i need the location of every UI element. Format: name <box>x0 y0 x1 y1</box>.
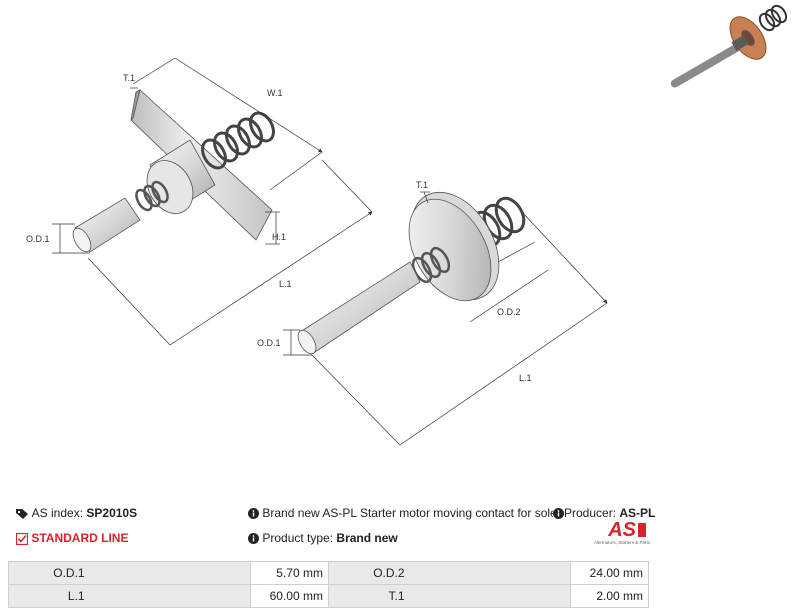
producer-value: AS-PL <box>619 506 656 520</box>
checkbox-checked-icon <box>16 532 28 545</box>
as-index-label: AS index: <box>31 506 84 520</box>
left-t1-label: T.1 <box>123 73 135 83</box>
description-text: Brand new AS-PL Starter motor moving con… <box>262 506 570 520</box>
info-icon <box>248 508 259 520</box>
info-icon <box>248 533 259 545</box>
product-type-row: Product type: Brand new <box>248 531 398 546</box>
spec-value: 24.00 mm <box>569 561 650 585</box>
spec-label: L.1 <box>8 584 251 608</box>
left-w1-label: W.1 <box>267 88 283 98</box>
as-index-value: SP2010S <box>86 506 138 520</box>
spec-value: 2.00 mm <box>569 584 650 608</box>
product-type-label: Product type: <box>262 531 334 545</box>
spec-label: O.D.1 <box>8 561 251 585</box>
left-moving-contact <box>72 89 275 253</box>
as-index-row: AS index: SP2010S <box>16 506 137 521</box>
product-photo <box>670 4 788 88</box>
technical-drawing: T.1 W.1 O.D.1 H.1 L.1 <box>26 4 788 446</box>
standard-line-label: STANDARD LINE <box>31 531 129 545</box>
left-od1-label: O.D.1 <box>26 234 50 244</box>
product-type-value: Brand new <box>336 531 398 545</box>
spec-value: 5.70 mm <box>249 561 329 585</box>
producer-row: Producer: AS-PL <box>553 506 656 521</box>
right-l1-label: L.1 <box>519 373 532 383</box>
right-od1-label: O.D.1 <box>257 338 281 348</box>
specs-table: O.D.1 5.70 mm O.D.2 24.00 mm L.1 60.00 m… <box>8 561 650 608</box>
spec-label: O.D.2 <box>327 561 571 585</box>
logo-mark: AS <box>585 520 650 540</box>
spec-value: 60.00 mm <box>249 584 329 608</box>
table-row: O.D.1 5.70 mm O.D.2 24.00 mm <box>8 561 650 585</box>
description-row: Brand new AS-PL Starter motor moving con… <box>248 506 570 521</box>
tag-icon <box>16 509 28 520</box>
left-l1-label: L.1 <box>279 279 292 289</box>
right-moving-contact <box>297 191 526 355</box>
producer-label: Producer: <box>564 506 617 520</box>
standard-line-row: STANDARD LINE <box>16 531 128 546</box>
right-t1-label: T.1 <box>416 180 428 190</box>
left-h1-label: H.1 <box>272 232 286 242</box>
table-row: L.1 60.00 mm T.1 2.00 mm <box>8 584 650 608</box>
info-icon <box>553 508 564 520</box>
logo-tagline: Alternators, Starters & Parts <box>593 540 650 545</box>
right-od2-label: O.D.2 <box>497 307 521 317</box>
as-pl-logo: AS Alternators, Starters & Parts <box>585 520 650 554</box>
spec-label: T.1 <box>327 584 571 608</box>
left-dimensions <box>52 57 373 346</box>
right-dimensions <box>283 191 608 446</box>
